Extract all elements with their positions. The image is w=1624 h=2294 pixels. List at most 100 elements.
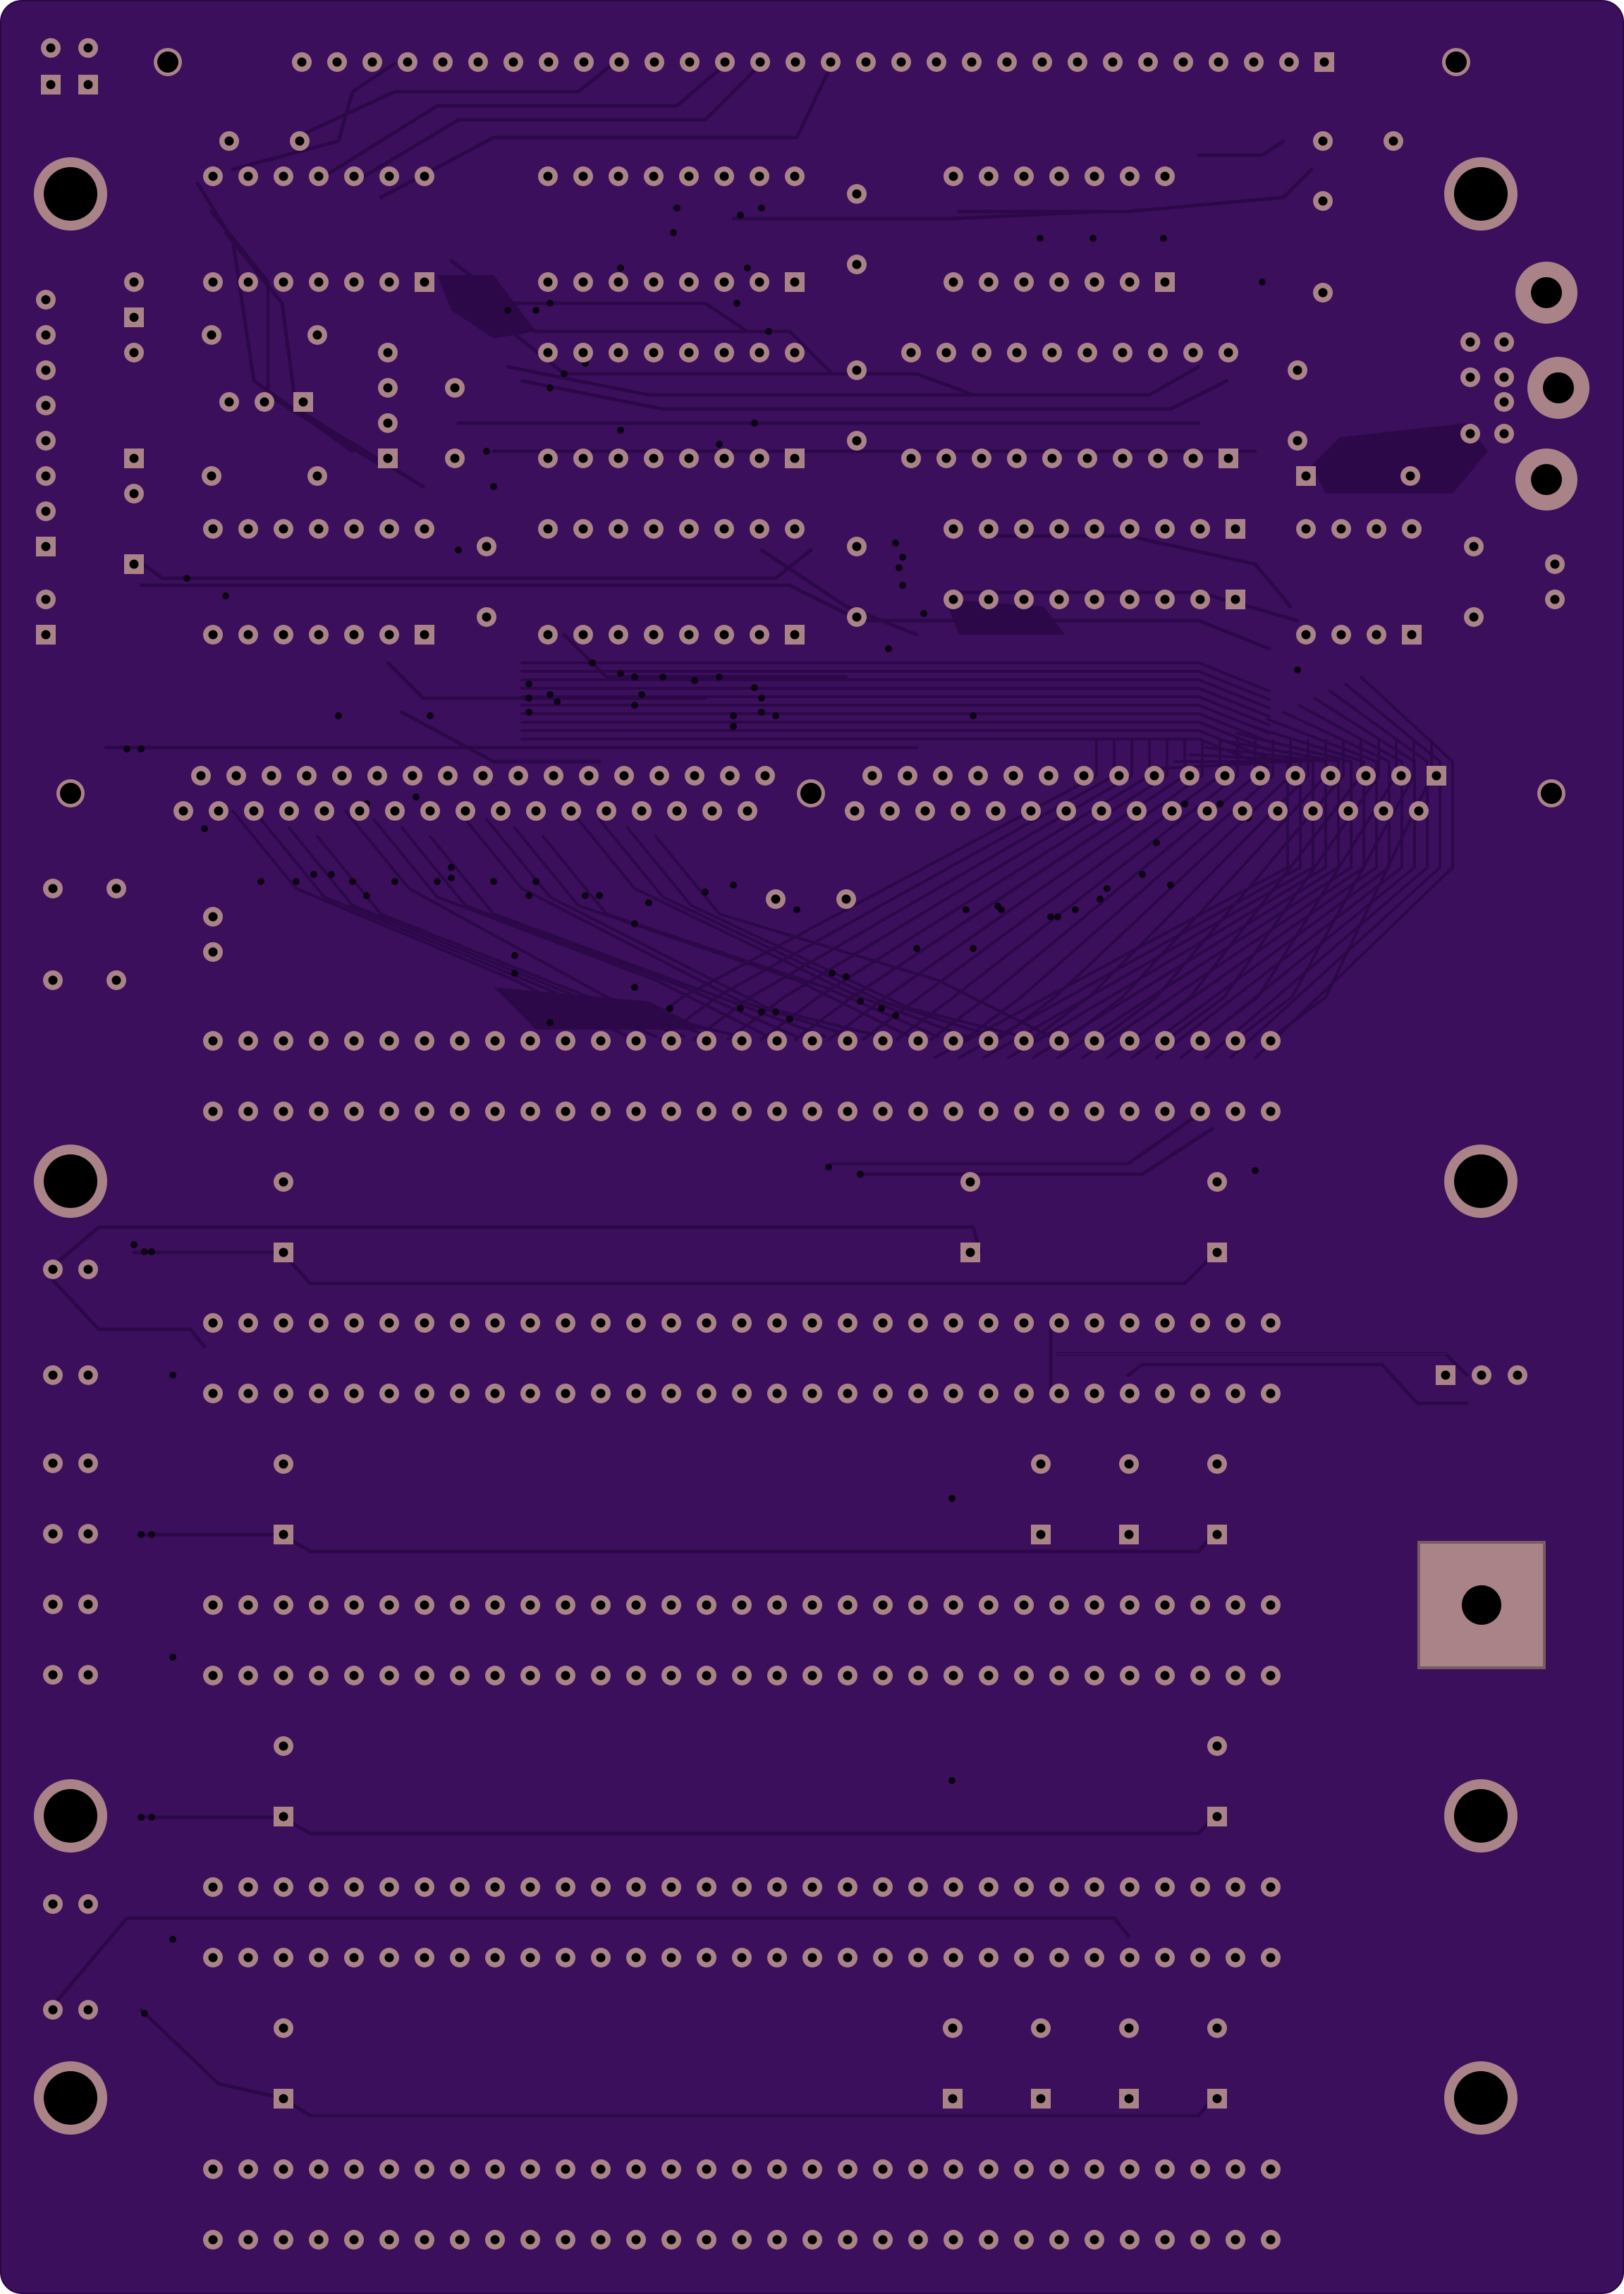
copper-trace [139, 583, 848, 616]
pad-drill [349, 171, 359, 181]
pad-drill [984, 1671, 994, 1680]
pad-drill [1231, 1882, 1240, 1892]
via [448, 874, 455, 881]
copper-trace [520, 712, 1271, 743]
pad-drill [1019, 2164, 1029, 2174]
pad-drill [1231, 2164, 1240, 2174]
pad-drill [938, 771, 948, 781]
pad-drill [455, 2164, 465, 2174]
pad-drill [984, 1953, 994, 1963]
pad-drill [208, 1953, 218, 1963]
pad-drill [1231, 594, 1240, 604]
pad-drill [314, 1318, 324, 1328]
pad-drill [561, 1036, 570, 1046]
via [141, 1248, 148, 1255]
pad-drill [1160, 1953, 1170, 1963]
pad-drill [312, 471, 322, 481]
pad-drill [208, 524, 218, 534]
copper-trace [457, 810, 855, 1038]
hole-drill [1446, 51, 1467, 73]
pad-drill [279, 2094, 288, 2104]
pad-drill [420, 171, 429, 181]
pad-drill [807, 1600, 817, 1610]
copper-trace [280, 1250, 1215, 1286]
pad-drill [649, 524, 659, 534]
pad-drill [649, 453, 659, 463]
pad-drill [1308, 806, 1318, 816]
pad-drill [772, 1671, 782, 1680]
pad-drill [579, 57, 589, 67]
power-jack-drill [1543, 372, 1574, 403]
pad-drill [584, 771, 594, 781]
pad-drill [384, 630, 394, 640]
pad-drill [755, 348, 764, 358]
pad-drill [455, 1389, 465, 1398]
pad-drill [631, 1882, 641, 1892]
copper-trace [794, 739, 1186, 1041]
pad-drill [1079, 771, 1089, 781]
pad-drill [885, 806, 895, 816]
pad-drill [852, 189, 862, 199]
pad-drill [772, 1318, 782, 1328]
via [1181, 800, 1188, 807]
pad-drill [279, 1459, 288, 1469]
pad-drill [525, 1389, 535, 1398]
pad-drill [455, 2235, 465, 2245]
pad-drill [279, 1177, 288, 1187]
pad-drill [743, 806, 752, 816]
via [511, 970, 518, 977]
pad-drill [1054, 1953, 1064, 1963]
pad-drill [1054, 171, 1064, 181]
copper-trace [1229, 683, 1441, 1059]
via [948, 1777, 956, 1784]
pad-drill [984, 1318, 994, 1328]
pad-drill [807, 2164, 817, 2174]
pad-drill [1089, 171, 1099, 181]
pad-drill [719, 524, 729, 534]
via [758, 205, 765, 212]
pad-drill [613, 171, 623, 181]
pad-drill [984, 1600, 994, 1610]
pad-drill [455, 1882, 465, 1892]
pad-drill [1441, 1370, 1451, 1380]
pad-drill [41, 295, 51, 305]
via [913, 945, 920, 952]
copper-trace [520, 678, 1271, 709]
pad-drill [790, 453, 800, 463]
pad-drill [878, 1671, 888, 1680]
trace-layer [47, 61, 1488, 2118]
pad-drill [490, 2235, 500, 2245]
pad-drill [561, 2164, 570, 2174]
pad-drill [129, 312, 139, 322]
pad-drill [279, 1389, 288, 1398]
pad-drill [649, 348, 659, 358]
pad-drill [314, 1036, 324, 1046]
pad-drill [1212, 2094, 1222, 2104]
pad-drill [561, 1318, 570, 1328]
via [490, 483, 497, 490]
pad-drill [755, 630, 764, 640]
pad-drill [208, 912, 218, 922]
pad-drill [1407, 630, 1417, 640]
pad-drill [631, 1671, 641, 1680]
pad-drill [1388, 136, 1398, 146]
pad-drill [231, 771, 241, 781]
pad-drill [1160, 171, 1170, 181]
pad-drill [1266, 1036, 1276, 1046]
pad-drill [1255, 771, 1265, 781]
pad-drill [349, 1389, 359, 1398]
pad-drill [41, 542, 51, 551]
pad-drill [772, 2235, 782, 2245]
pad-drill [1212, 1177, 1222, 1187]
pad-drill [1089, 277, 1099, 287]
pad-drill [1118, 453, 1128, 463]
pad-drill [1195, 1389, 1205, 1398]
pad-drill [725, 771, 735, 781]
via [892, 1012, 899, 1019]
pad-drill [1153, 348, 1163, 358]
pad-drill [772, 1106, 782, 1116]
pad-drill [948, 1036, 958, 1046]
pad-drill [543, 348, 553, 358]
pad-drill [279, 630, 288, 640]
via [758, 709, 765, 716]
